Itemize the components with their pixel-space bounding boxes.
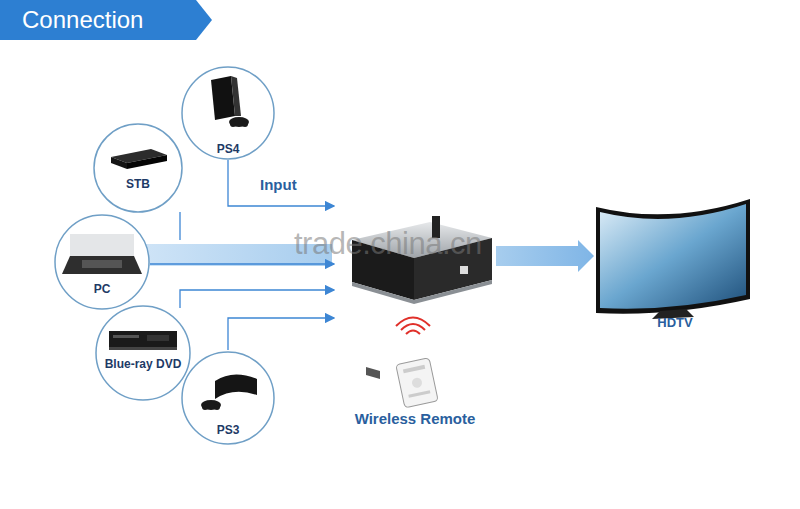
title-text: Connection [22, 6, 143, 34]
device-label: PS3 [181, 423, 275, 437]
device-circle: PC [54, 214, 150, 310]
device-label: HDTV [590, 315, 760, 330]
device-label: PC [54, 282, 150, 296]
input-label: Input [260, 176, 297, 193]
device-node: Wireless Remote [340, 355, 490, 433]
output-band [496, 240, 594, 272]
device-circle: Blue-ray DVD [95, 305, 191, 401]
ir-signal [396, 318, 430, 335]
watermark: trade.china.cn [294, 226, 482, 262]
device-label: Wireless Remote [340, 410, 490, 427]
device-circle: PS4 [181, 66, 275, 160]
device-label: STB [93, 177, 183, 191]
circle-outline [93, 123, 183, 213]
device-circle: PS3 [181, 351, 275, 445]
banner-shape [0, 0, 212, 40]
device-icon [590, 195, 760, 335]
circle-outline [95, 305, 191, 401]
device-circle: STB [93, 123, 183, 213]
device-label: PS4 [181, 142, 275, 156]
device-label: Blue-ray DVD [78, 357, 208, 371]
device-node: HDTV [590, 195, 760, 335]
